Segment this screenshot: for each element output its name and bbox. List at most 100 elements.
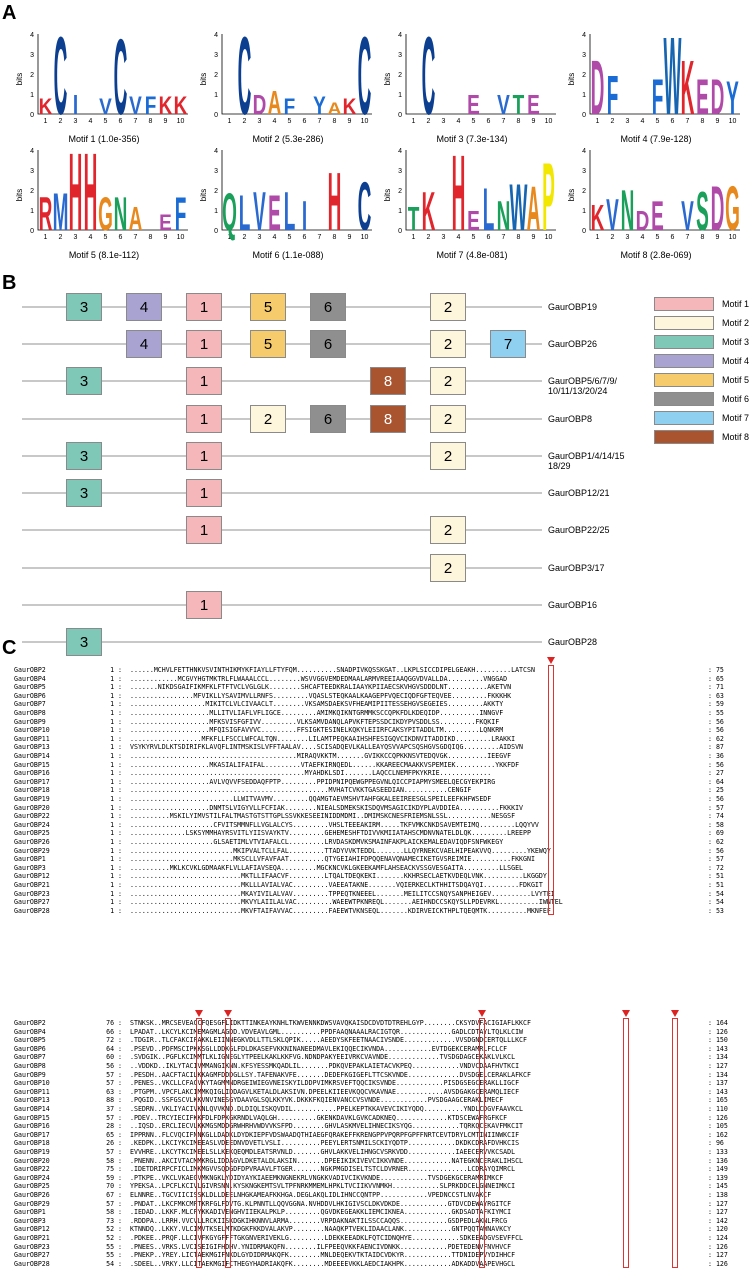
alignment-sequence: ..IQSD..ERCLIECVLKKMGSMDDGRWHRHVWDVVKSFP…	[130, 1122, 524, 1131]
alignment-start: 58 :	[106, 1156, 122, 1165]
alignment-seq-name: GaurOBP6	[14, 691, 46, 700]
conserved-site-marker	[547, 657, 555, 664]
logo-letter: C	[358, 167, 372, 245]
alignment-seq-name: GaurOBP2	[14, 666, 46, 674]
alignment-sequence: ............................MKLLLAVIALVA…	[130, 881, 543, 889]
logo-letter: Y	[726, 72, 739, 124]
logo-y-tick: 3	[582, 52, 586, 59]
legend-label: Motif 7	[722, 413, 750, 423]
alignment-end: : 51	[708, 872, 724, 881]
alignment-end: : 150	[708, 1036, 728, 1045]
panel-label-a: A	[2, 2, 17, 24]
alignment-end: : 54	[708, 898, 724, 907]
logo-y-tick: 0	[30, 228, 34, 235]
alignment-end: : 96	[708, 1139, 724, 1148]
logo-y-tick: 2	[582, 72, 586, 79]
alignment-end: : 87	[708, 743, 724, 752]
logo-axis	[405, 150, 556, 231]
alignment-sequence: .....................CFVITSMMNFLLVGLALCY…	[130, 820, 539, 829]
logo-x-tick: 5	[104, 234, 108, 241]
alignment-sequence: STNKSK..MRCSEVEACCFQESGFLIDKTTINKEAYKNHL…	[130, 1019, 531, 1027]
alignment-start: 57 :	[106, 1148, 122, 1156]
alignment-start: 1 :	[110, 743, 122, 752]
conserved-site-marker	[224, 1010, 232, 1017]
alignment-end: : 64	[708, 777, 724, 786]
alignment-start: 55 :	[106, 1251, 122, 1260]
alignment-seq-name: GaurOBP19	[14, 795, 50, 803]
logo-letter: S	[696, 181, 709, 243]
sequence-track	[22, 604, 542, 606]
alignment-seq-name: GaurOBP29	[14, 846, 50, 855]
alignment-sequence: ..................MFKFLLFSCCLWFCALTQN...…	[130, 734, 516, 743]
logo-y-label: bits	[199, 189, 208, 201]
alignment-sequence: ............................MKAYIVILALVA…	[130, 889, 555, 898]
alignment-start: 28 :	[106, 1122, 122, 1131]
alignment-seq-name: GaurOBP7	[14, 1053, 46, 1062]
logo-letter: K	[159, 92, 173, 120]
alignment-start: 76 :	[106, 1019, 122, 1027]
alignment-seq-name: GaurOBP15	[14, 760, 50, 769]
logo-x-tick: 6	[119, 118, 123, 125]
logo-x-tick: 5	[472, 118, 476, 125]
logo-letter: F	[607, 65, 619, 127]
logo-x-tick: 7	[134, 234, 138, 241]
alignment-sequence: .PENES..VKCLLCFACVKYTAGMMNDRGEIWIEGVNEIS…	[130, 1079, 520, 1088]
logo-x-tick: 4	[273, 118, 277, 125]
alignment-start: 1 :	[110, 691, 122, 700]
logo-letter: D	[253, 91, 267, 121]
logo-y-tick: 2	[30, 72, 34, 79]
logo-letter: H	[84, 140, 98, 254]
logo-letter: N	[497, 193, 511, 239]
logo-letter: A	[268, 85, 282, 122]
logo-y-tick: 1	[582, 92, 586, 99]
motif-caption: Motif 3 (7.3e-134)	[436, 134, 508, 144]
logo-axis	[37, 34, 188, 115]
logo-y-tick: 0	[30, 112, 34, 119]
logo-x-tick: 10	[545, 118, 553, 125]
logo-x-tick: 9	[348, 118, 352, 125]
alignment-end: : 138	[708, 1191, 728, 1199]
alignment-start: 1 :	[110, 786, 122, 795]
alignment-end: : 62	[708, 838, 724, 846]
alignment-start: 1 :	[110, 812, 122, 821]
alignment-seq-name: GaurOBP17	[14, 777, 50, 786]
alignment-start: 60 :	[106, 1053, 122, 1062]
alignment-seq-name: GaurOBP16	[14, 769, 50, 778]
logo-letter: H	[69, 140, 83, 254]
alignment-start: 1 :	[110, 717, 122, 726]
legend-swatch	[654, 297, 714, 311]
alignment-end: : 25	[708, 786, 724, 795]
logo-y-tick: 0	[398, 228, 402, 235]
logo-letter: I	[73, 91, 78, 121]
alignment-seq-name: GaurOBP10	[14, 1079, 50, 1088]
alignment-end: : 75	[708, 666, 724, 674]
logo-x-tick: 8	[333, 118, 337, 125]
alignment-end: : 56	[708, 760, 724, 769]
alignment-end: : 139	[708, 1173, 728, 1182]
motif-box-6: 6	[310, 330, 346, 358]
sequence-label: GaurOBP16	[548, 600, 598, 610]
alignment-sequence: ............................MKTLLIFAACVF…	[130, 872, 547, 881]
logo-letter: A	[129, 201, 143, 238]
alignment-seq-name: GaurOBP3	[14, 1216, 46, 1225]
alignment-seq-name: GaurOBP10	[14, 726, 50, 735]
logo-letter: V	[99, 95, 112, 120]
logo-letter: P	[542, 143, 555, 251]
logo-y-tick: 4	[214, 32, 218, 39]
sequence-label: GaurOBP3/17	[548, 563, 605, 573]
conserved-cysteine-column	[672, 1018, 678, 1269]
motif-caption: Motif 4 (7.9e-128)	[620, 134, 692, 144]
logo-x-tick: 9	[532, 118, 536, 125]
logo-x-tick: 4	[273, 234, 277, 241]
logo-letter: V	[253, 181, 266, 243]
legend-label: Motif 6	[722, 394, 750, 404]
logo-letter: K	[591, 199, 605, 239]
logo-letter: E	[467, 207, 480, 237]
logo-x-tick: 5	[288, 118, 292, 125]
alignment-sequence: EVVHRE..LKCYTKCIMEELSLLKEKQEQMDLEATSRVNL…	[130, 1148, 516, 1156]
logo-letter: L	[483, 175, 495, 244]
alignment-sequence: ....................MKASIALIFAIFAL......…	[130, 760, 520, 769]
alignment-start: 37 :	[106, 1105, 122, 1113]
alignment-seq-name: GaurOBP7	[14, 700, 46, 709]
